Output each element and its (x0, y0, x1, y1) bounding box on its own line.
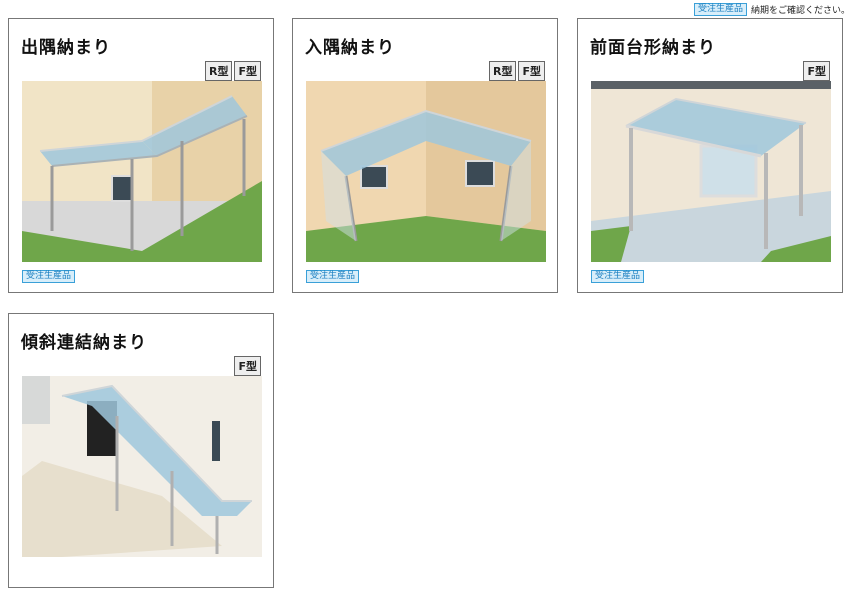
card-title: 前面台形納まり (590, 38, 716, 58)
type-list: R型 F型 (205, 61, 261, 81)
type-f-tag: F型 (518, 61, 545, 81)
card-outer-corner: 出隅納まり R型 F型 受注生産品 (8, 18, 274, 293)
made-to-order-badge: 受注生産品 (591, 270, 645, 283)
order-badge: 受注生産品 (693, 3, 747, 16)
front-trapezoid-illustration (591, 81, 831, 262)
card-front-trapezoid: 前面台形納まり F型 受注生産品 (577, 18, 843, 293)
type-f-tag: F型 (234, 61, 261, 81)
card-slope-connection: 傾斜連結納まり F型 (8, 313, 274, 588)
card-inner-corner: 入隅納まり R型 F型 受注生産品 (292, 18, 558, 293)
outer-corner-illustration (22, 81, 262, 262)
type-r-tag: R型 (205, 61, 233, 81)
type-list: F型 (234, 356, 261, 376)
type-f-tag: F型 (803, 61, 830, 81)
made-to-order-badge: 受注生産品 (306, 270, 360, 283)
order-note: 受注生産品 納期をご確認ください。 (693, 3, 850, 16)
slope-connection-illustration (22, 376, 262, 557)
type-list: F型 (803, 61, 830, 81)
made-to-order-badge: 受注生産品 (22, 270, 76, 283)
type-f-tag: F型 (234, 356, 261, 376)
inner-corner-illustration (306, 81, 546, 262)
card-title: 傾斜連結納まり (21, 333, 147, 353)
type-r-tag: R型 (489, 61, 517, 81)
type-list: R型 F型 (489, 61, 545, 81)
card-title: 入隅納まり (305, 38, 395, 58)
order-note-text: 納期をご確認ください。 (750, 6, 850, 16)
card-title: 出隅納まり (21, 38, 111, 58)
